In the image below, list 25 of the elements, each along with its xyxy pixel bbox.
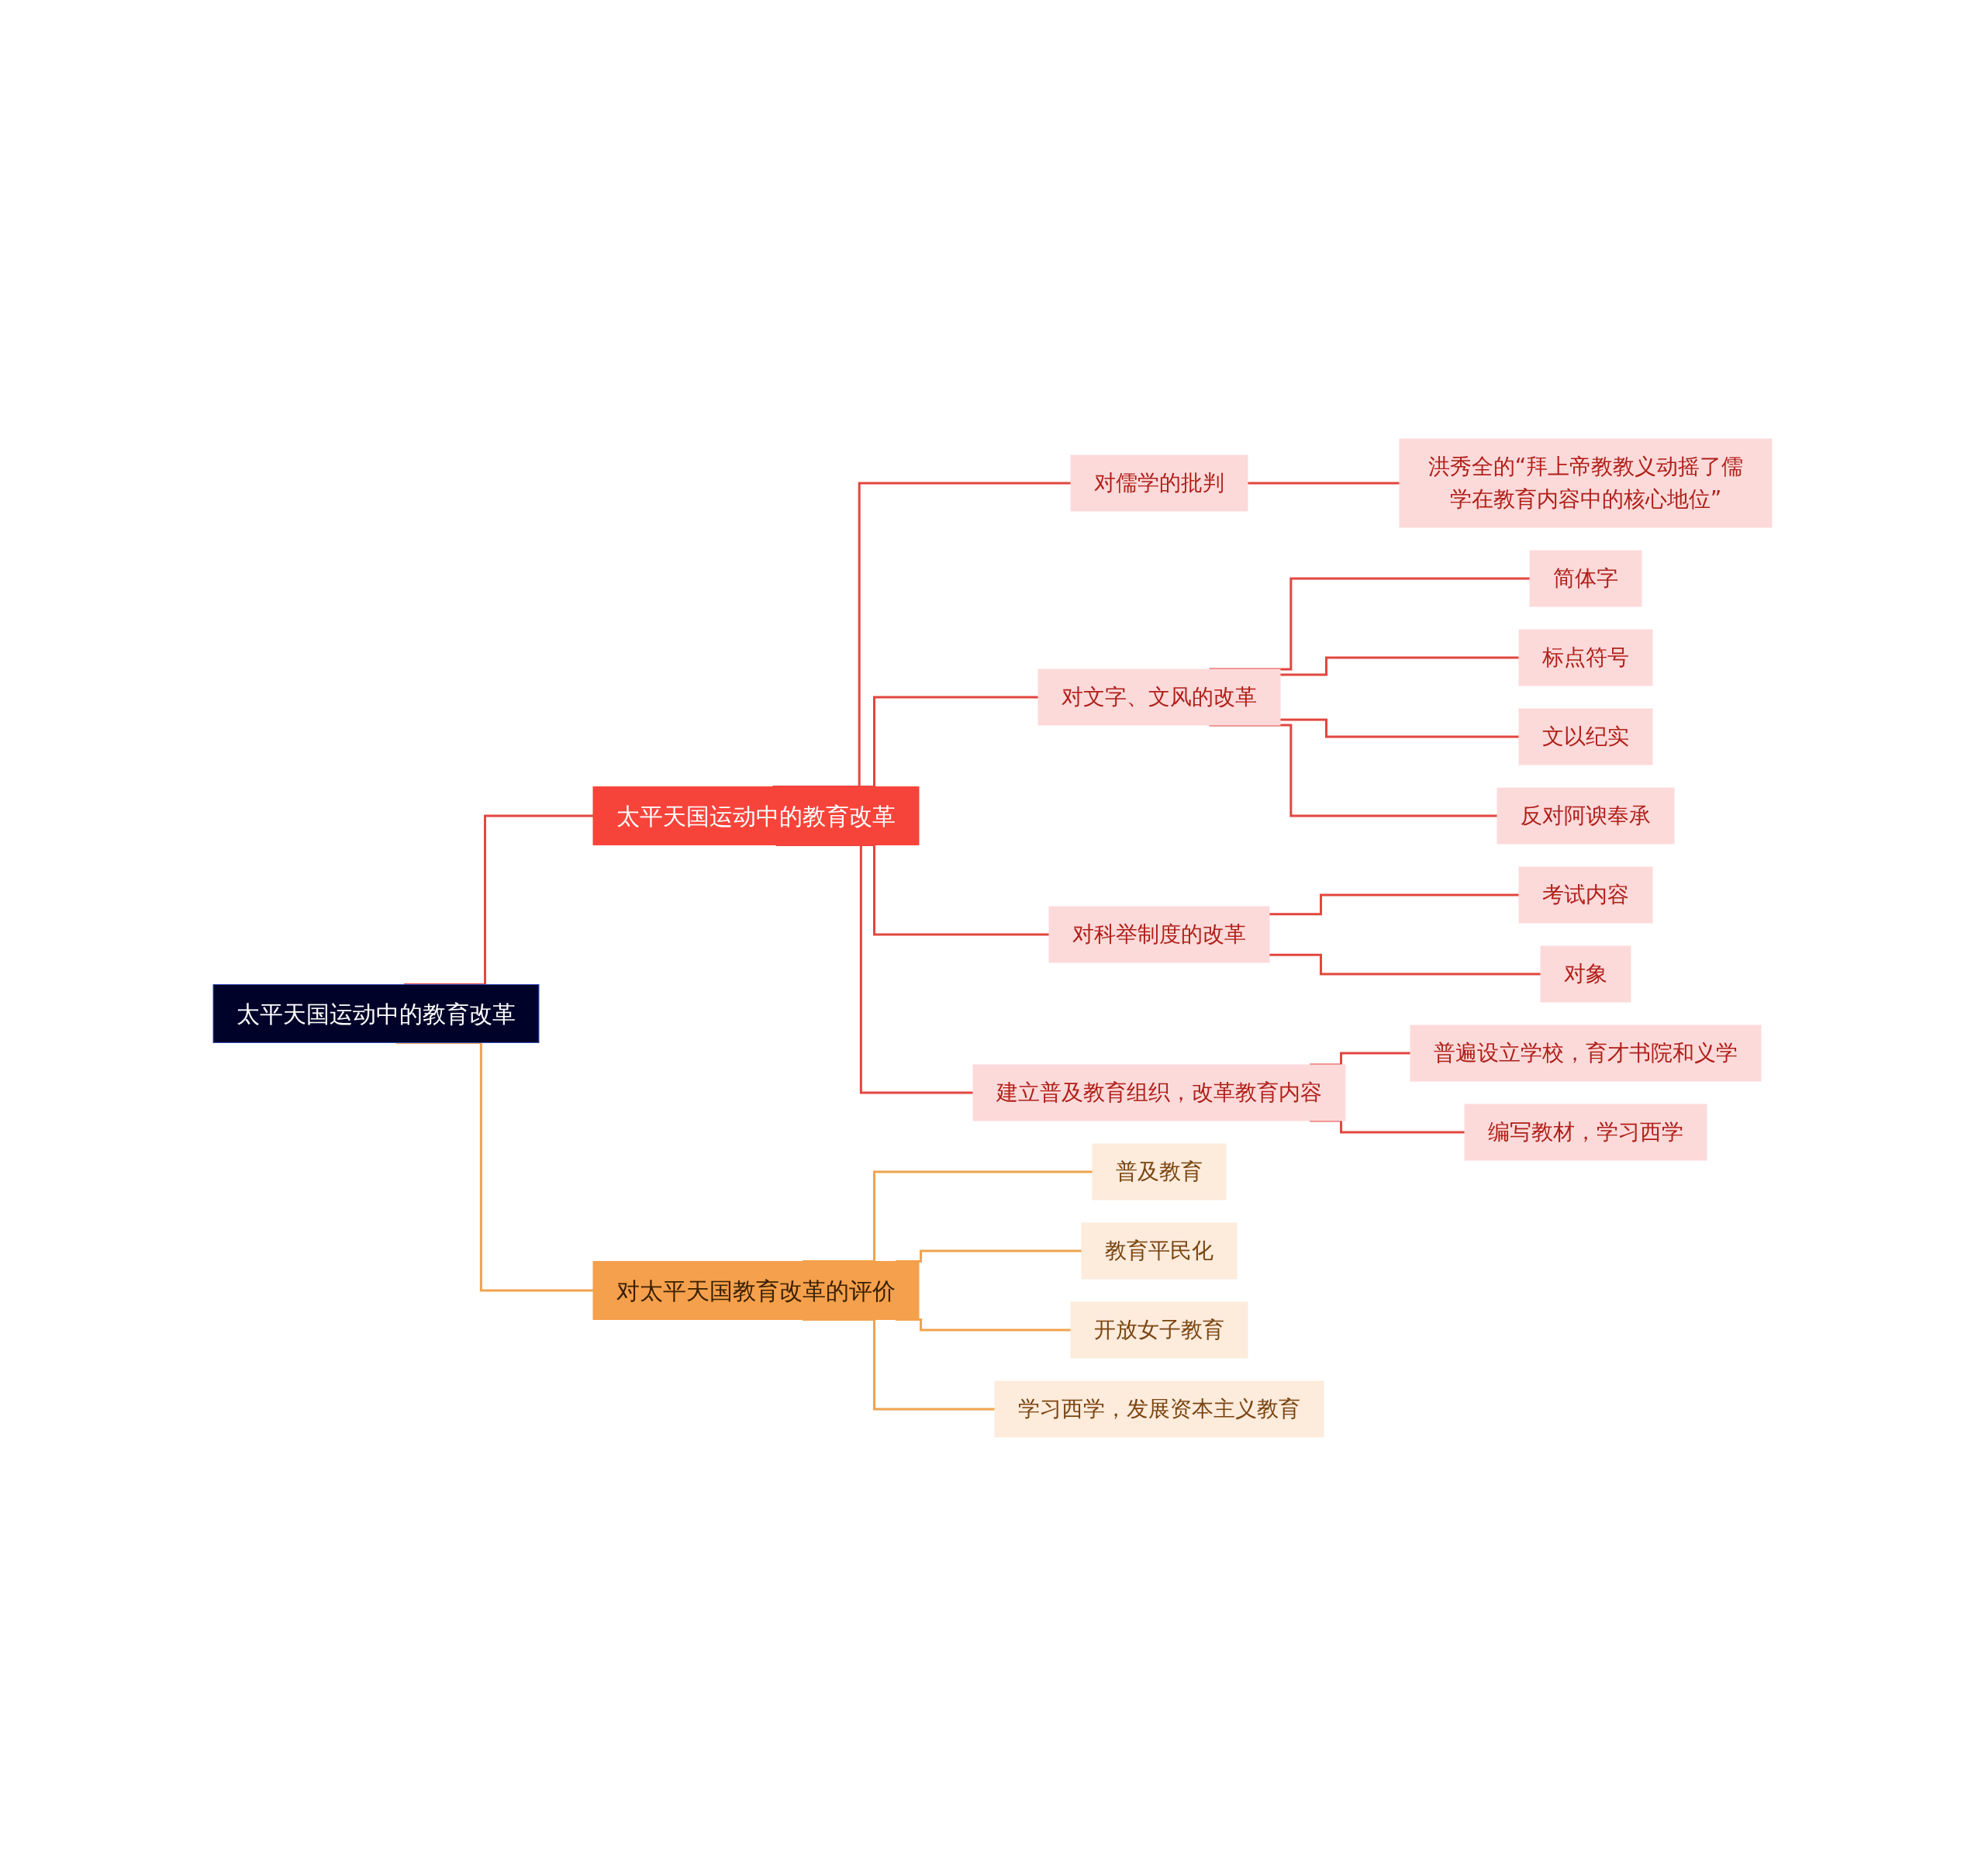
node-box: 教育平民化 [1081, 1222, 1238, 1280]
node-box: 学习西学，发展资本主义教育 [994, 1380, 1324, 1438]
node-box: 对科举制度的改革 [1048, 906, 1270, 963]
connector [1280, 656, 1519, 676]
node-box: 开放女子教育 [1070, 1301, 1248, 1359]
connector [1269, 893, 1519, 916]
connector [1280, 718, 1519, 738]
node-box: 文以纪实 [1518, 708, 1653, 765]
node-box: 对象 [1540, 945, 1631, 1003]
node-box: 对太平天国教育改革的评价 [592, 1261, 920, 1320]
node-box: 建立普及教育组织，改革教育内容 [972, 1064, 1346, 1121]
node-box: 标点符号 [1518, 629, 1653, 686]
node-box: 普及教育 [1092, 1143, 1227, 1201]
connector [1269, 953, 1541, 976]
node-box: 简体字 [1529, 550, 1642, 607]
connector [1248, 482, 1400, 485]
node-box: 编写教材，学习西学 [1464, 1104, 1707, 1161]
node-box: 反对阿谀奉承 [1497, 787, 1675, 845]
node-box: 太平天国运动中的教育改革 [212, 984, 540, 1043]
node-box: 对儒学的批判 [1070, 454, 1248, 512]
node-box: 太平天国运动中的教育改革 [592, 786, 920, 845]
node-box: 考试内容 [1518, 866, 1653, 924]
node-box: 洪秀全的“拜上帝教教义动摇了儒学在教育内容中的核心地位” [1399, 438, 1773, 528]
node-box: 对文字、文风的改革 [1037, 669, 1281, 726]
node-box: 普遍设立学校，育才书院和义学 [1410, 1024, 1762, 1082]
